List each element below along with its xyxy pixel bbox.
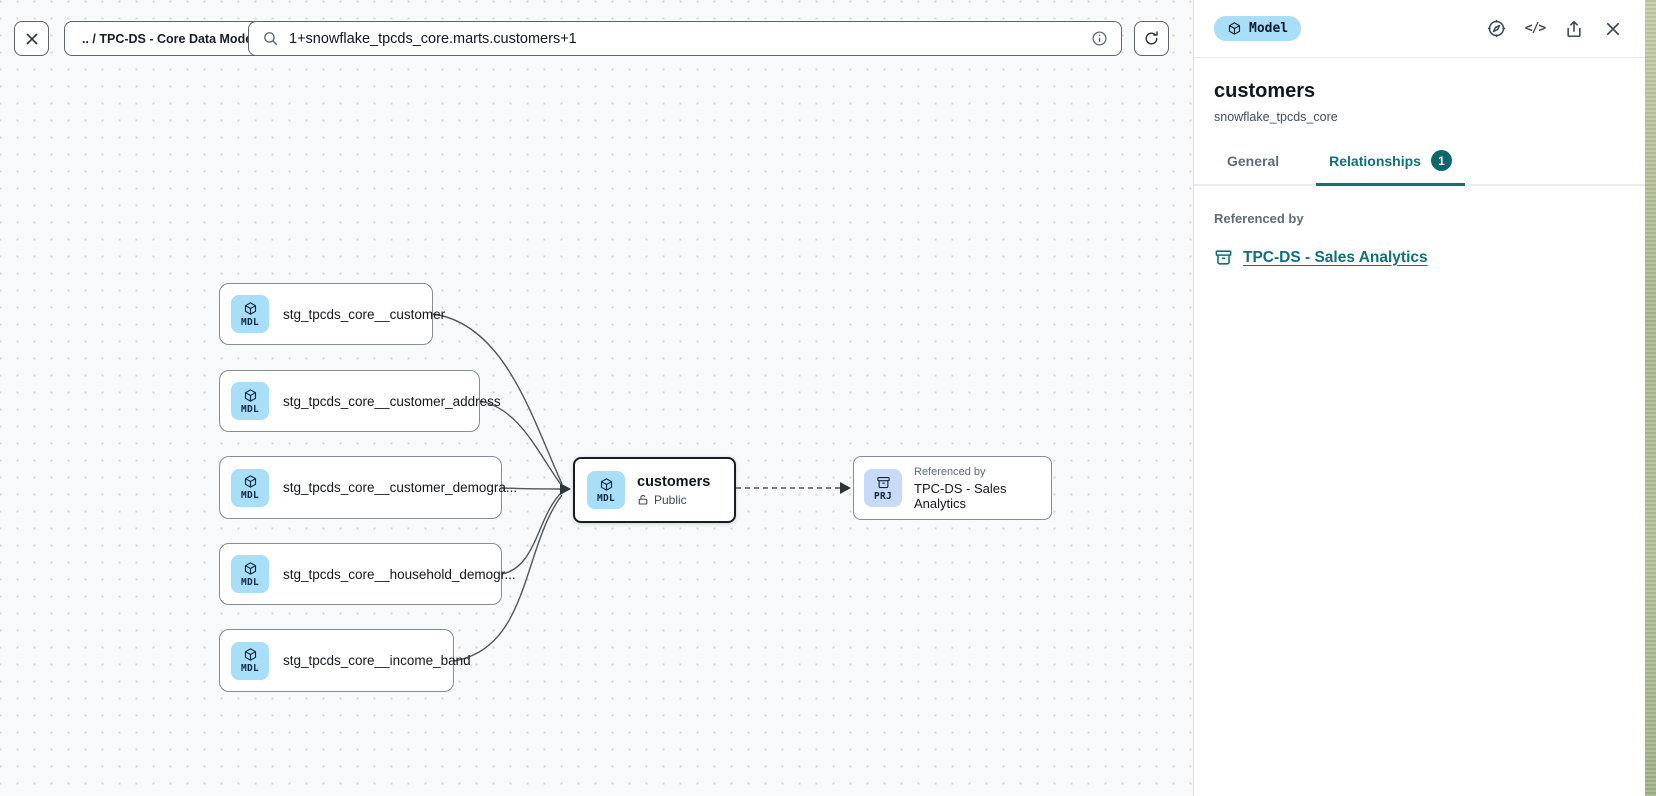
refresh-icon (1143, 30, 1160, 47)
breadcrumb-button[interactable]: .. / TPC-DS - Core Data Models (64, 21, 281, 56)
tab-relationships[interactable]: Relationships 1 (1316, 150, 1465, 186)
info-icon[interactable] (1091, 30, 1108, 47)
archive-icon (876, 475, 891, 490)
cube-icon (1227, 21, 1242, 36)
badge-label: MDL (596, 492, 616, 504)
badge-label: MDL (240, 663, 260, 674)
panel-title-block: customers snowflake_tpcds_core (1194, 80, 1645, 124)
model-node-stg-tpcds-core-customer-demographics[interactable]: MDL stg_tpcds_core__customer_demogra... (219, 456, 517, 519)
reference-link-tpcds-sales-analytics[interactable]: TPC-DS - Sales Analytics (1243, 248, 1428, 266)
badge-label: MDL (240, 576, 260, 588)
tab-label: General (1227, 153, 1280, 169)
visibility-row: Public (637, 493, 710, 507)
model-node-stg-tpcds-core-customer[interactable]: MDL stg_tpcds_core__customer (219, 283, 445, 345)
cube-icon (243, 561, 258, 576)
node-label: customers (637, 473, 711, 490)
reference-row: TPC-DS - Sales Analytics (1214, 248, 1625, 267)
node-label: stg_tpcds_core__household_demogr... (283, 566, 516, 582)
relationship-count-badge: 1 (1430, 150, 1452, 171)
model-type-badge: MDL (231, 295, 269, 333)
archive-icon (1214, 248, 1233, 267)
model-node-stg-tpcds-core-household-demographics[interactable]: MDL stg_tpcds_core__household_demogr... (219, 543, 516, 605)
node-kicker: Referenced by (914, 465, 986, 478)
resource-type-badge: Model (1214, 16, 1302, 41)
breadcrumb: .. / TPC-DS - Core Data Models (82, 31, 263, 46)
visibility-label: Public (654, 492, 687, 507)
cube-icon (599, 477, 614, 492)
lineage-edges (432, 313, 851, 662)
details-panel: Model </> customers snowflake_tpcds_core… (1193, 0, 1645, 796)
lineage-canvas[interactable]: MDL stg_tpcds_core__customer MDL stg_tpc… (0, 0, 1193, 796)
resource-type-label: Model (1249, 21, 1289, 36)
lineage-selector-searchbar[interactable] (248, 21, 1122, 56)
project-type-badge: PRJ (864, 469, 902, 507)
code-icon[interactable]: </> (1524, 21, 1546, 36)
node-label: stg_tpcds_core__customer_address (283, 393, 501, 409)
desktop-wallpaper-sliver (1645, 0, 1656, 796)
cube-icon (243, 301, 258, 316)
page-title: customers (1214, 80, 1316, 102)
lock-open-icon (637, 494, 649, 506)
model-type-badge: MDL (231, 468, 269, 507)
panel-actions: </> (1484, 17, 1625, 41)
schema-subtitle: snowflake_tpcds_core (1214, 110, 1338, 124)
panel-tabs: General Relationships 1 (1194, 150, 1645, 186)
compass-icon[interactable] (1484, 17, 1508, 41)
tab-label: Relationships (1329, 152, 1421, 169)
badge-label: MDL (240, 490, 260, 501)
project-node-tpcds-sales-analytics[interactable]: PRJ Referenced by TPC-DS - Sales Analyti… (853, 456, 1052, 520)
cube-icon (243, 647, 258, 662)
node-label: stg_tpcds_core__customer (283, 306, 446, 322)
node-label: stg_tpcds_core__customer_demogra... (283, 480, 518, 495)
relationships-content: Referenced by TPC-DS - Sales Analytics (1194, 211, 1645, 267)
referenced-by-label: Referenced by (1214, 211, 1304, 226)
node-label: stg_tpcds_core__income_band (283, 653, 471, 668)
model-node-customers-selected[interactable]: MDL customers Public (573, 457, 736, 523)
share-icon[interactable] (1562, 17, 1586, 41)
model-type-badge: MDL (231, 641, 269, 680)
refresh-lineage-button[interactable] (1134, 21, 1169, 56)
node-label: TPC-DS - Sales Analytics (914, 480, 1007, 511)
model-node-stg-tpcds-core-income-band[interactable]: MDL stg_tpcds_core__income_band (219, 629, 471, 692)
panel-header: Model </> (1194, 0, 1645, 58)
badge-label: MDL (240, 316, 260, 328)
model-type-badge: MDL (231, 382, 269, 420)
close-icon[interactable] (1601, 17, 1625, 41)
close-lineage-button[interactable] (14, 21, 49, 56)
tab-general[interactable]: General (1214, 150, 1292, 186)
search-icon (262, 30, 279, 47)
model-type-badge: MDL (231, 555, 269, 593)
badge-label: MDL (240, 403, 260, 415)
badge-label: PRJ (873, 490, 893, 502)
cube-icon (243, 388, 258, 403)
close-icon (24, 31, 40, 47)
cube-icon (243, 474, 258, 489)
model-type-badge: MDL (587, 471, 625, 509)
model-node-stg-tpcds-core-customer-address[interactable]: MDL stg_tpcds_core__customer_address (219, 370, 501, 432)
selector-input[interactable] (289, 30, 1081, 47)
